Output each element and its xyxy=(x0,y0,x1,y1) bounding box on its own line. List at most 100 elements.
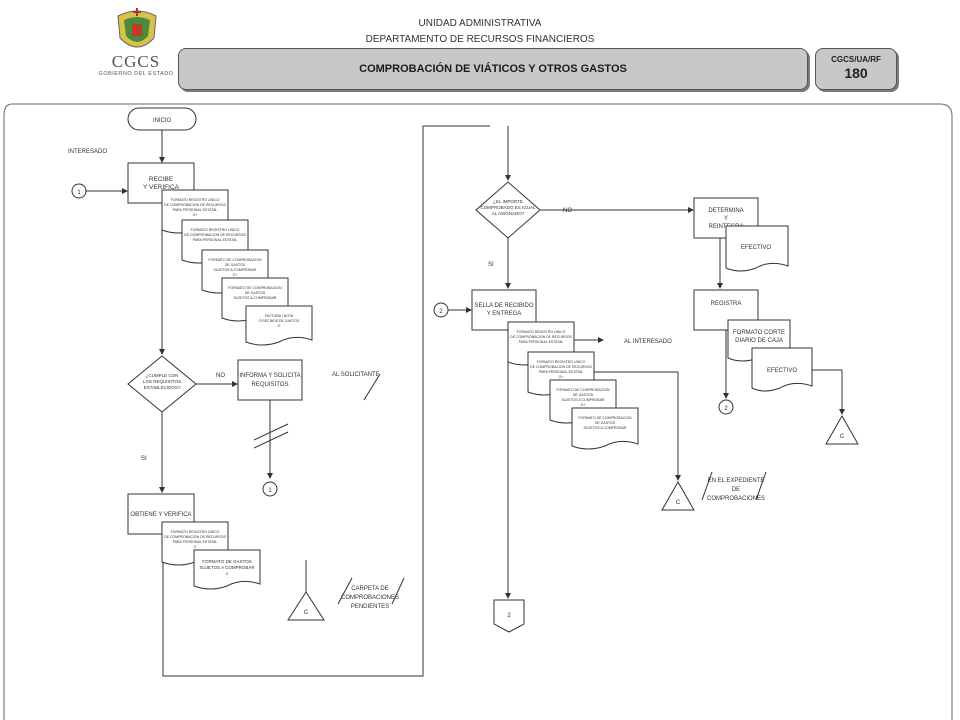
connector-label: 1 xyxy=(77,190,81,196)
document-efectivo-1: EFECTIVO xyxy=(725,225,789,272)
annotation-al-solicitante: AL SOLICITANTE xyxy=(332,372,381,401)
logo-subtext: GOBIERNO DEL ESTADO xyxy=(98,71,174,77)
process-informa: INFORMA Y SOLICITA REQUISITOS xyxy=(237,359,303,401)
svg-text:O+: O+ xyxy=(581,403,586,407)
lane-lines xyxy=(162,125,490,677)
svg-text:O+: O+ xyxy=(233,273,238,277)
svg-text:OBTIENE Y VERIFICA: OBTIENE Y VERIFICA xyxy=(130,512,191,518)
archive-c-left: C xyxy=(287,591,325,621)
svg-text:PENDIENTES: PENDIENTES xyxy=(351,604,389,610)
svg-text:COMPROBACIONES: COMPROBACIONES xyxy=(707,496,765,502)
svg-text:2: 2 xyxy=(439,309,443,315)
svg-text:REQUISITOS: REQUISITOS xyxy=(252,382,289,388)
svg-text:O RECIBOS DE GASTOS: O RECIBOS DE GASTOS xyxy=(259,319,300,323)
page-title-banner: COMPROBACIÓN DE VIÁTICOS Y OTROS GASTOS xyxy=(178,48,808,90)
svg-text:AL SOLICITANTE: AL SOLICITANTE xyxy=(332,372,380,378)
svg-text:FORMATO REGISTRO UNICO: FORMATO REGISTRO UNICO xyxy=(537,360,586,364)
svg-text:DE: DE xyxy=(732,487,740,493)
decision-si-label: SI xyxy=(141,456,147,462)
svg-text:PARA PERSONAL ESTATAL: PARA PERSONAL ESTATAL xyxy=(193,238,238,242)
svg-text:C: C xyxy=(840,434,845,440)
svg-text:FORMATO REGISTRO UNICO: FORMATO REGISTRO UNICO xyxy=(171,198,220,202)
department-heading: DEPARTAMENTO DE RECURSOS FINANCIEROS xyxy=(365,34,595,45)
svg-text:LOS REQUISITOS: LOS REQUISITOS xyxy=(143,379,181,384)
svg-text:Y: Y xyxy=(724,216,728,222)
svg-text:PARA PERSONAL ESTATAL: PARA PERSONAL ESTATAL xyxy=(539,370,584,374)
svg-text:O+: O+ xyxy=(559,375,564,379)
svg-text:FACTURA / NOTA: FACTURA / NOTA xyxy=(265,314,294,318)
svg-text:DE COMPROBACION DE RECURSOS: DE COMPROBACION DE RECURSOS xyxy=(510,335,572,339)
svg-text:FORMATO DE GASTOS: FORMATO DE GASTOS xyxy=(202,559,252,564)
svg-text:FORMATO DE COMPROBACION: FORMATO DE COMPROBACION xyxy=(228,286,282,290)
diagram-frame xyxy=(3,103,953,720)
start-label: INICIO xyxy=(153,118,172,124)
annotation-expediente: EN EL EXPEDIENTE DE COMPROBACIONES xyxy=(701,471,767,502)
unit-heading: UNIDAD ADMINISTRATIVA xyxy=(418,18,542,29)
document-formato-comprobacion-4: FORMATO DE COMPROBACION DE GASTOS SUJETO… xyxy=(571,407,639,450)
svg-text:ESTABLECIDOS?: ESTABLECIDOS? xyxy=(144,385,181,390)
svg-text:DE GASTOS: DE GASTOS xyxy=(595,421,616,425)
svg-text:C: C xyxy=(304,610,309,616)
svg-text:DE COMPROBACION DE RECURSOS: DE COMPROBACION DE RECURSOS xyxy=(164,535,226,539)
svg-text:AL ASIGNADO?: AL ASIGNADO? xyxy=(492,211,525,216)
svg-text:INFORMA Y SOLICITA: INFORMA Y SOLICITA xyxy=(239,373,300,379)
svg-text:DE COMPROBACION DE RECURSOS: DE COMPROBACION DE RECURSOS xyxy=(530,365,592,369)
process-label: Y VERIFICA xyxy=(143,184,180,191)
svg-text:DE GASTOS: DE GASTOS xyxy=(245,291,266,295)
annotation-al-interesado: AL INTERESADO xyxy=(624,339,672,345)
svg-text:¿EL IMPORTE: ¿EL IMPORTE xyxy=(493,199,523,204)
start-terminal: INICIO xyxy=(127,107,197,131)
document-formato-gastos: FORMATO DE GASTOS SUJETOS A COMPROBAR O xyxy=(193,549,261,590)
interesado-label: INTERESADO xyxy=(68,149,107,155)
svg-text:DETERMINA: DETERMINA xyxy=(708,208,743,214)
decision-importe-igual: ¿EL IMPORTE COMPROBADO ES IGUAL AL ASIGN… xyxy=(475,181,541,239)
svg-text:FORMATO DE COMPROBACION: FORMATO DE COMPROBACION xyxy=(208,258,262,262)
svg-text:SUJETOS A COMPROBAR: SUJETOS A COMPROBAR xyxy=(234,296,277,300)
process-sella: SELLA DE RECIBIDO Y ENTREGA xyxy=(471,289,537,331)
connector-2-left: 2 xyxy=(433,302,449,318)
svg-text:DE GASTOS: DE GASTOS xyxy=(225,263,246,267)
svg-text:DIARIO DE CAJA: DIARIO DE CAJA xyxy=(735,338,783,344)
svg-text:CARPETA DE: CARPETA DE xyxy=(351,586,389,592)
logo-text: CGCS xyxy=(111,52,161,71)
decision-cumple-requisitos: ¿CUMPLE CON LOS REQUISITOS ESTABLECIDOS? xyxy=(127,355,197,413)
svg-text:FORMATO CORTE: FORMATO CORTE xyxy=(733,330,785,336)
svg-text:SUJETOS A COMPROBAR: SUJETOS A COMPROBAR xyxy=(214,268,257,272)
svg-text:FORMATO REGISTRO UNICO: FORMATO REGISTRO UNICO xyxy=(171,530,220,534)
document-efectivo-2: EFECTIVO xyxy=(751,347,813,392)
svg-text:Y ENTREGA: Y ENTREGA xyxy=(487,311,522,317)
svg-text:1: 1 xyxy=(268,488,272,494)
svg-text:O: O xyxy=(278,324,281,328)
svg-text:O+: O+ xyxy=(193,213,198,217)
connector-2-right: 2 xyxy=(718,399,734,415)
decision2-no-label: NO xyxy=(563,208,572,214)
svg-text:O: O xyxy=(226,572,229,576)
svg-text:EN EL EXPEDIENTE: EN EL EXPEDIENTE xyxy=(708,478,765,484)
svg-text:COMPROBACIONES: COMPROBACIONES xyxy=(341,595,399,601)
archive-c-right: C xyxy=(825,414,859,445)
svg-text:SUJETOS A COMPROBAR: SUJETOS A COMPROBAR xyxy=(199,565,255,570)
decision2-si-label: SI xyxy=(488,262,494,268)
procedure-code-number: 180 xyxy=(844,65,868,81)
document-factura: FACTURA / NOTA O RECIBOS DE GASTOS O xyxy=(245,305,313,346)
svg-text:DE COMPROBACION DE RECURSOS: DE COMPROBACION DE RECURSOS xyxy=(164,203,226,207)
svg-text:FORMATO DE COMPROBACION: FORMATO DE COMPROBACION xyxy=(578,416,632,420)
svg-text:2: 2 xyxy=(724,406,728,412)
svg-text:PARA PERSONAL ESTATAL: PARA PERSONAL ESTATAL xyxy=(173,540,218,544)
svg-text:O: O xyxy=(194,545,197,549)
svg-text:FORMATO DE COMPROBACION: FORMATO DE COMPROBACION xyxy=(556,388,610,392)
connector-1-left: 1 xyxy=(71,183,87,199)
offpage-connector-2: 2 xyxy=(493,599,525,633)
svg-text:SELLA DE RECIBIDO: SELLA DE RECIBIDO xyxy=(474,303,533,309)
svg-text:PARA PERSONAL ESTATAL: PARA PERSONAL ESTATAL xyxy=(173,208,218,212)
svg-text:¿CUMPLE CON: ¿CUMPLE CON xyxy=(146,373,179,378)
document-stack-2: FORMATO REGISTRO UNICO DE COMPROBACION D… xyxy=(161,521,261,590)
connector-1-return: 1 xyxy=(262,481,278,497)
decision-no-label: NO xyxy=(216,373,225,379)
break-lines xyxy=(253,400,289,479)
document-stack-3: FORMATO REGISTRO UNICO DE COMPROBACION D… xyxy=(507,321,639,450)
svg-text:FORMATO REGISTRO UNICO: FORMATO REGISTRO UNICO xyxy=(191,228,240,232)
svg-text:SUJETOS A COMPROBAR: SUJETOS A COMPROBAR xyxy=(562,398,605,402)
svg-text:2: 2 xyxy=(507,613,511,619)
